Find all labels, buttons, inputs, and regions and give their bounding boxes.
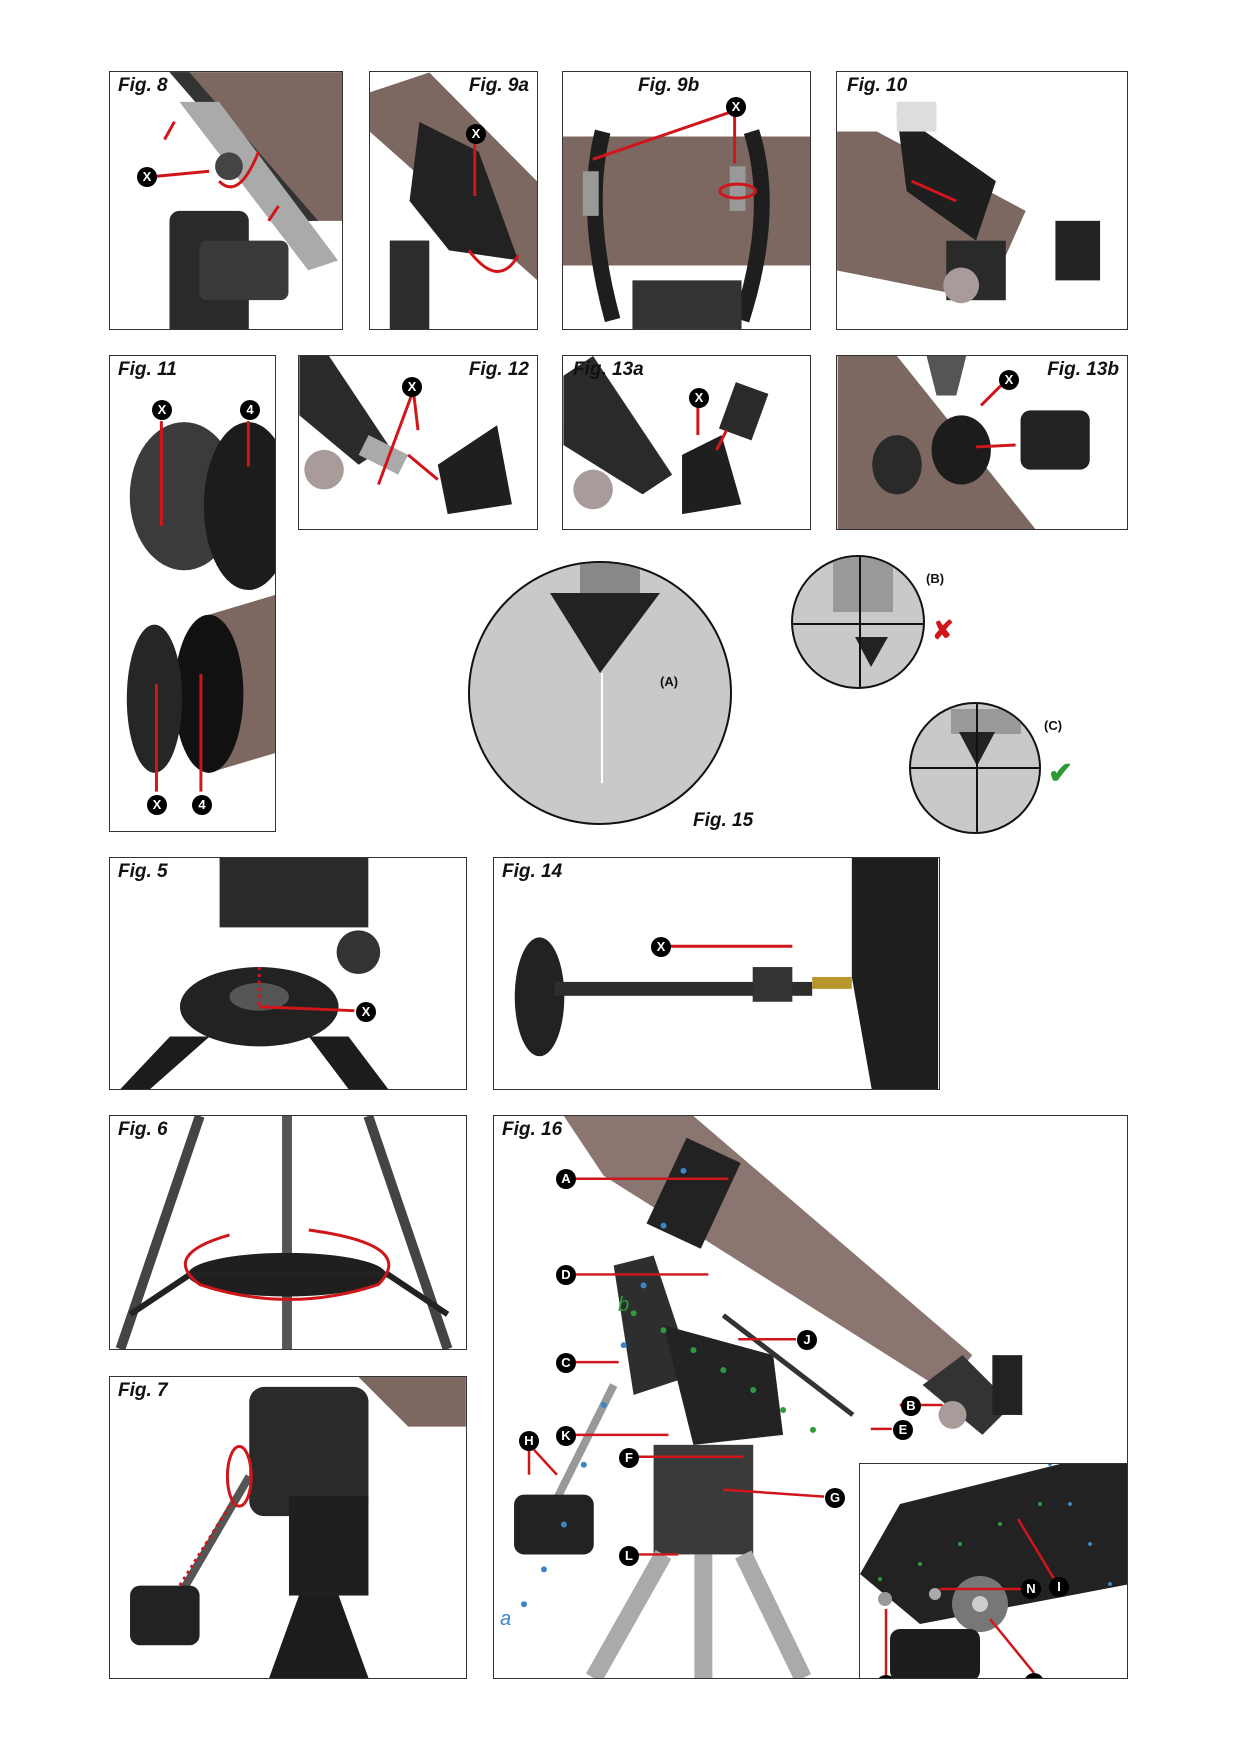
fig16-inset: I N M O [859,1463,1127,1678]
wrong-mark-icon: ✘ [932,615,954,645]
callout-x: X [137,167,157,187]
figure-label: Fig. 7 [118,1380,168,1401]
callout-h: H [519,1431,539,1451]
figure-11: Fig. 11 X 4 X 4 [109,355,276,832]
figure-label: Fig. 8 [118,75,168,96]
callout-e: E [893,1420,913,1440]
fig14-counterweight-shaft-image [514,858,939,1089]
fig6-accessory-tray-image [115,1116,453,1349]
check-mark-icon: ✔ [1048,757,1074,790]
figure-13b: Fig. 13b X [836,355,1128,530]
callout-o: O [1024,1673,1044,1678]
fig15-view-c [909,702,1041,834]
figure-label: Fig. 14 [502,861,563,882]
fig9a-tube-ring-image [370,72,537,329]
view-b-label: (B) [926,571,945,586]
callout-c: C [556,1353,576,1373]
callout-x: X [999,370,1019,390]
fig15-view-c-image [911,704,1039,832]
fig13a-eyepiece-image [563,356,769,515]
figure-12: Fig. 12 X [298,355,538,530]
figure-label: Fig. 15 [693,810,754,831]
fig9b-tube-rings-image [563,129,810,329]
fig15-view-b [791,555,925,689]
view-a-label: (A) [660,674,679,689]
figure-label: Fig. 11 [118,359,177,380]
callout-4: 4 [192,795,212,815]
view-c-label: (C) [1044,718,1063,733]
fig13b-eyepiece-image [837,356,1090,529]
callout-x: X [466,124,486,144]
fig16-inset-arrows [884,1518,1061,1675]
callout-x: X [152,400,172,420]
fig16-telescope-overview-image [514,1116,1023,1678]
fig15-view-b-image [793,557,923,687]
callout-g: G [825,1488,845,1508]
fig8-telescope-dovetail-image [169,72,342,329]
figure-9b: Fig. 9b X [562,71,811,330]
callout-k: K [556,1426,576,1446]
callout-x: X [651,937,671,957]
figure-label: Fig. 9a [468,75,529,96]
figure-label: Fig. 16 [502,1119,563,1140]
callout-m: M [876,1675,896,1678]
figure-label: Fig. 5 [118,861,168,882]
callout-b: B [901,1396,921,1416]
figure-label: Fig. 6 [118,1119,168,1140]
callout-x: X [726,97,746,117]
fig15-view-a-image [550,563,660,783]
callout-x: X [689,388,709,408]
fig7-counterweight-image [130,1377,466,1678]
figure-label: Fig. 10 [847,75,908,96]
figure-16: Fig. 16 A D C K H F L J E B G b a I N M … [493,1115,1128,1679]
axis-b-label: b [618,1294,630,1316]
callout-4: 4 [240,400,260,420]
figure-10: Fig. 10 [836,71,1128,330]
axis-a-label: a [500,1608,512,1630]
fig5-mount-head-image [120,858,389,1089]
figure-5: Fig. 5 X [109,857,467,1090]
callout-j: J [797,1330,817,1350]
callout-l: L [619,1546,639,1566]
figure-label: Fig. 13a [573,359,644,380]
callout-d: D [556,1265,576,1285]
figure-9a: Fig. 9a X [369,71,538,330]
figure-14: Fig. 14 X [493,857,940,1090]
callout-f: F [619,1448,639,1468]
figure-6: Fig. 6 [109,1115,467,1350]
callout-n: N [1021,1579,1041,1599]
callout-x: X [147,795,167,815]
callout-a: A [556,1169,576,1189]
figure-label: Fig. 9b [638,75,700,96]
callout-i: I [1049,1577,1069,1597]
callout-x: X [356,1002,376,1022]
figure-label: Fig. 12 [468,359,529,380]
figure-13a: Fig. 13a X [562,355,811,530]
figure-label: Fig. 13b [1047,359,1119,380]
callout-x: X [402,377,422,397]
figure-8: Fig. 8 X [109,71,343,330]
figure-7: Fig. 7 [109,1376,467,1679]
fig15-view-a [468,561,732,825]
fig11-dust-caps-image [126,422,275,773]
fig10-finder-scope-image [837,101,1101,304]
